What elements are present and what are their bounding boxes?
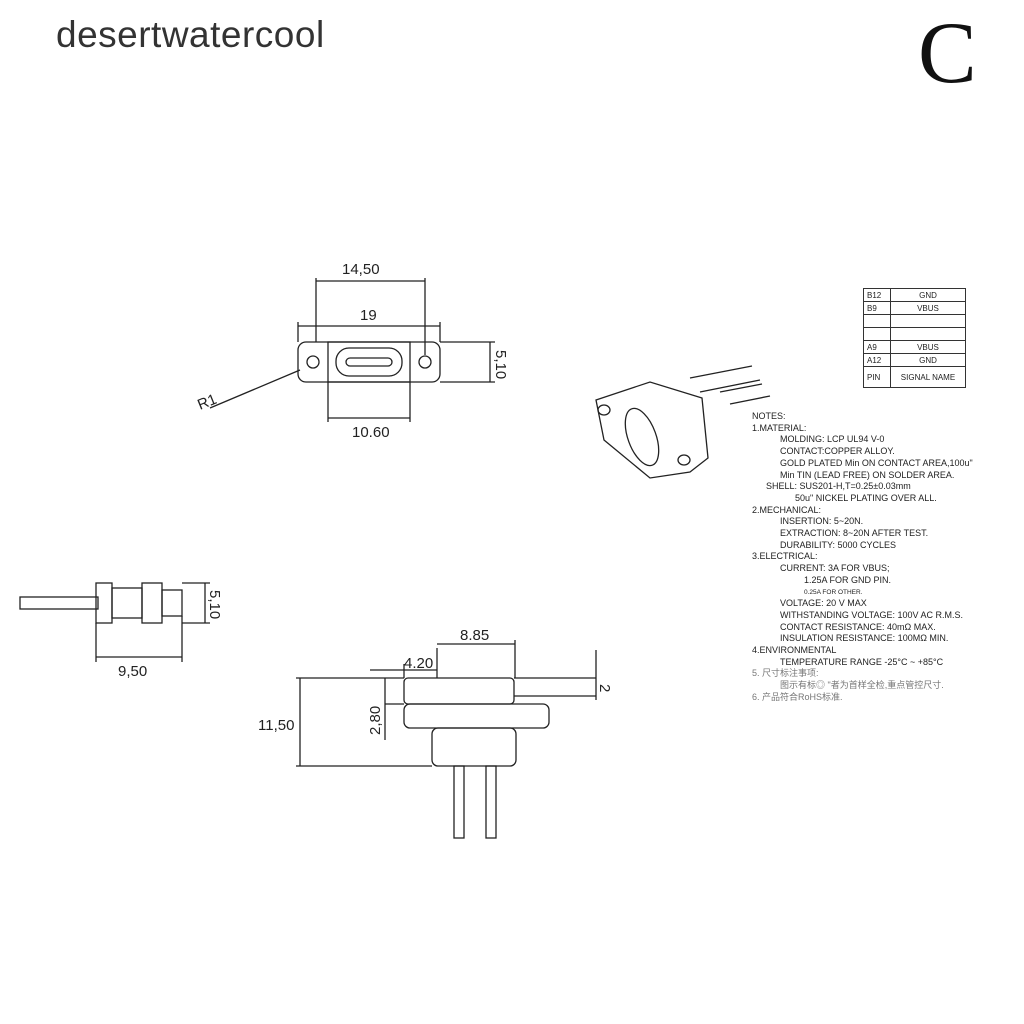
dim-radius: R1 — [195, 391, 219, 414]
pin-cell: A12 — [863, 353, 891, 367]
note-line: 1.MATERIAL: — [752, 422, 807, 433]
note-line: INSULATION RESISTANCE: 100MΩ MIN. — [780, 633, 949, 644]
dim-top-width: 14,50 — [342, 261, 380, 278]
dim-side-length: 9,50 — [118, 663, 147, 680]
signal-cell — [890, 314, 966, 328]
note-line: GOLD PLATED Min ON CONTACT AREA,100u" — [780, 457, 973, 468]
dim-front-step: 4.20 — [404, 655, 433, 672]
dim-side-height: 5,10 — [206, 590, 223, 619]
note-line: WITHSTANDING VOLTAGE: 100V AC R.M.S. — [780, 609, 964, 620]
top-view: 14,50 19 5,10 R1 10.60 — [195, 261, 509, 441]
table-row — [863, 327, 966, 341]
note-line: NOTES: — [752, 411, 786, 421]
dim-top-height: 5,10 — [492, 350, 509, 379]
note-line: VOLTAGE: 20 V MAX — [780, 598, 867, 609]
note-line: 3.ELECTRICAL: — [752, 551, 818, 562]
dim-port-width: 10.60 — [352, 424, 390, 441]
brand-watermark: desertwatercool — [56, 14, 325, 55]
pin-cell — [863, 327, 891, 341]
note-line: CONTACT RESISTANCE: 40mΩ MAX. — [780, 621, 936, 632]
signal-cell: GND — [890, 353, 966, 367]
dim-front-total: 11,50 — [258, 717, 294, 734]
signal-header: SIGNAL NAME — [890, 366, 966, 388]
dim-front-offset: 8.85 — [460, 627, 489, 644]
note-line: TEMPERATURE RANGE -25°C ~ +85°C — [780, 656, 944, 667]
pin-cell: A9 — [863, 340, 891, 354]
note-line: DURABILITY: 5000 CYCLES — [780, 539, 897, 550]
pin-cell: B12 — [863, 288, 891, 302]
note-line: 4.ENVIRONMENTAL — [752, 645, 837, 656]
note-line: Min TIN (LEAD FREE) ON SOLDER AREA. — [780, 469, 955, 480]
pin-cell — [863, 314, 891, 328]
note-line: 1.25A FOR GND PIN. — [804, 574, 892, 585]
signal-cell — [890, 327, 966, 341]
note-line: CONTACT:COPPER ALLOY. — [780, 446, 895, 457]
note-line: 图示有标◎ "者为首样全检,重点管控尺寸. — [780, 680, 944, 691]
front-view: 8.85 4.20 11,50 2,80 2 — [258, 627, 613, 839]
pin-header: PIN — [863, 366, 891, 388]
isometric-view — [595, 365, 771, 479]
note-line: MOLDING: LCP UL94 V-0 — [780, 434, 885, 445]
table-row — [863, 314, 966, 328]
note-line: 50u" NICKEL PLATING OVER ALL. — [795, 492, 937, 503]
signal-cell: VBUS — [890, 301, 966, 315]
pin-cell: B9 — [863, 301, 891, 315]
note-line: 5. 尺寸标注事项: — [752, 668, 819, 679]
dim-top-hole-span: 19 — [360, 307, 377, 324]
side-view: 5,10 9,50 — [19, 582, 223, 680]
note-line: 6. 产品符合RoHS标准. — [752, 691, 843, 702]
dim-front-flange: 2,80 — [367, 706, 384, 735]
note-line: 0.25A FOR OTHER. — [804, 588, 863, 596]
signal-cell: GND — [890, 288, 966, 302]
note-line: INSERTION: 5~20N. — [780, 516, 864, 527]
note-line: SHELL: SUS201-H,T=0.25±0.03mm — [766, 481, 911, 492]
note-line: 2.MECHANICAL: — [752, 504, 822, 515]
logo-letter: C — [918, 5, 977, 102]
note-line: EXTRACTION: 8~20N AFTER TEST. — [780, 528, 929, 539]
note-line: CURRENT: 3A FOR VBUS; — [780, 563, 890, 574]
dim-front-right: 2 — [596, 684, 613, 692]
signal-cell: VBUS — [890, 340, 966, 354]
